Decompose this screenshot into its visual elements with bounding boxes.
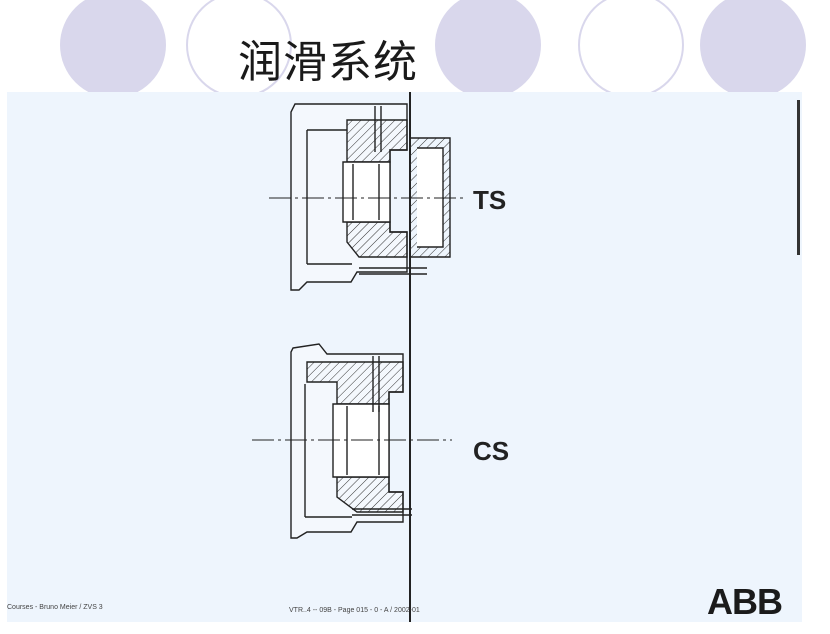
decor-circle-2 <box>186 0 292 98</box>
scanned-drawing: TS CS Courses - Bruno Meier / ZVS 3 VTR.… <box>7 92 802 622</box>
bearing-cross-section-drawing <box>252 92 467 622</box>
abb-logo: ABB <box>707 581 783 622</box>
slide-title: 润滑系统 <box>238 37 418 88</box>
ts-assembly <box>269 103 467 291</box>
cs-assembly <box>252 343 452 539</box>
decor-circle-1 <box>60 0 166 98</box>
label-cs: CS <box>473 436 510 466</box>
scan-edge-mark <box>797 100 800 255</box>
decor-circle-4 <box>578 0 684 98</box>
label-ts: TS <box>473 185 507 215</box>
footer-page-reference: VTR..4 -- 09B - Page 015 - 0 - A / 2002-… <box>289 607 420 614</box>
footer-course-credit: Courses - Bruno Meier / ZVS 3 <box>7 604 103 611</box>
decor-circle-3 <box>435 0 541 98</box>
decor-circle-5 <box>700 0 806 98</box>
